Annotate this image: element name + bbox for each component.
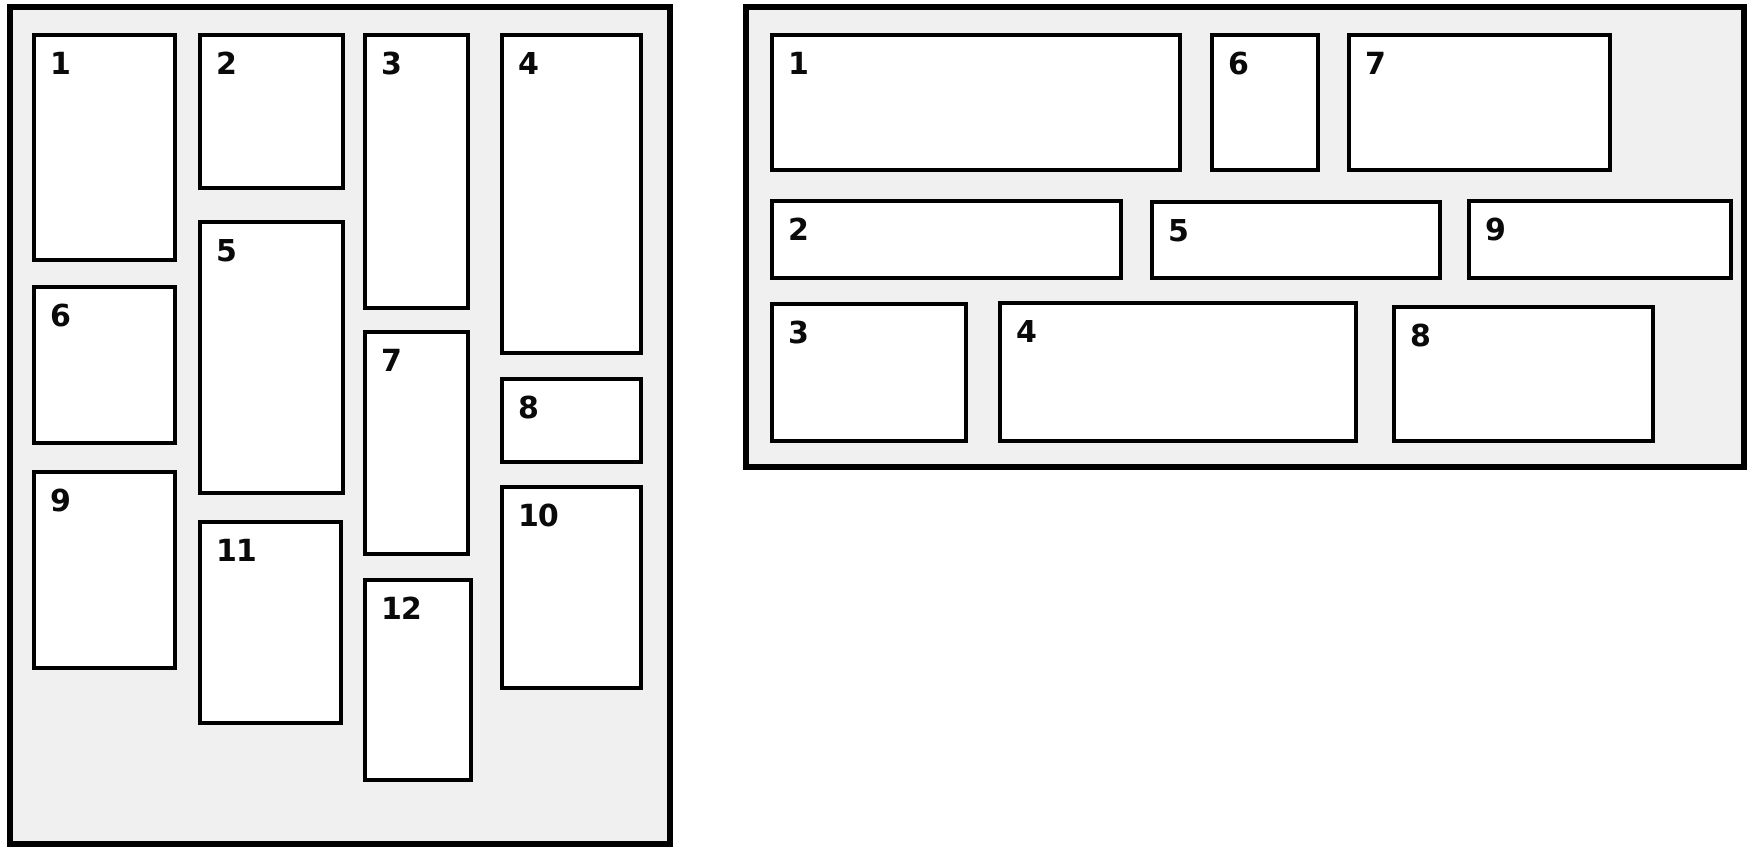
item-number: 3 bbox=[381, 47, 402, 82]
masonry-item: 8 bbox=[500, 377, 643, 464]
item-number: 5 bbox=[216, 234, 237, 269]
masonry-item: 7 bbox=[363, 330, 470, 556]
masonry-item: 10 bbox=[500, 485, 643, 690]
item-number: 7 bbox=[1365, 47, 1386, 82]
item-number: 1 bbox=[50, 47, 71, 82]
masonry-item: 9 bbox=[32, 470, 177, 670]
item-number: 3 bbox=[788, 316, 809, 351]
vertical-masonry-panel: 1 2 3 4 5 6 7 8 9 10 11 12 bbox=[7, 4, 673, 847]
item-number: 7 bbox=[381, 344, 402, 379]
item-number: 9 bbox=[50, 484, 71, 519]
masonry-item: 6 bbox=[1210, 33, 1320, 172]
masonry-item: 1 bbox=[32, 33, 177, 262]
item-number: 2 bbox=[788, 213, 809, 248]
masonry-item: 2 bbox=[198, 33, 345, 190]
masonry-item: 4 bbox=[500, 33, 643, 355]
masonry-item: 8 bbox=[1392, 305, 1655, 443]
item-number: 6 bbox=[50, 299, 71, 334]
masonry-item: 12 bbox=[363, 578, 473, 782]
item-number: 4 bbox=[1016, 315, 1037, 350]
item-number: 8 bbox=[1410, 319, 1431, 354]
item-number: 2 bbox=[216, 47, 237, 82]
masonry-item: 6 bbox=[32, 285, 177, 445]
masonry-item: 5 bbox=[1150, 200, 1442, 280]
item-number: 10 bbox=[518, 499, 559, 534]
item-number: 5 bbox=[1168, 214, 1189, 249]
masonry-item: 9 bbox=[1467, 199, 1733, 280]
item-number: 1 bbox=[788, 47, 809, 82]
masonry-item: 1 bbox=[770, 33, 1182, 172]
item-number: 4 bbox=[518, 47, 539, 82]
masonry-item: 3 bbox=[770, 302, 968, 443]
masonry-item: 4 bbox=[998, 301, 1358, 443]
masonry-item: 5 bbox=[198, 220, 345, 495]
item-number: 6 bbox=[1228, 47, 1249, 82]
masonry-item: 11 bbox=[198, 520, 343, 725]
masonry-item: 2 bbox=[770, 199, 1123, 280]
masonry-item: 7 bbox=[1347, 33, 1612, 172]
item-number: 8 bbox=[518, 391, 539, 426]
masonry-item: 3 bbox=[363, 33, 470, 310]
item-number: 11 bbox=[216, 534, 257, 569]
horizontal-masonry-panel: 1 2 3 4 5 6 7 8 9 bbox=[743, 4, 1747, 470]
item-number: 9 bbox=[1485, 213, 1506, 248]
item-number: 12 bbox=[381, 592, 422, 627]
